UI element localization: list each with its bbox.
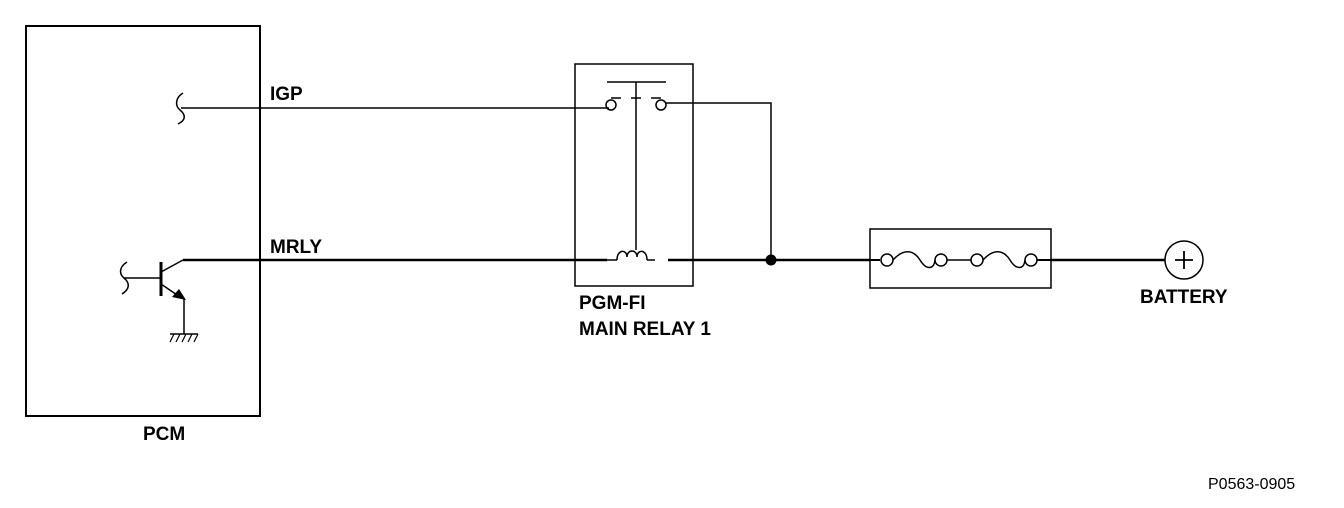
pcm-label: PCM — [143, 424, 185, 445]
transistor-symbol — [119, 259, 186, 334]
relay-switch-symbol — [605, 81, 667, 250]
fuse-icon — [870, 251, 1051, 269]
fuse-box — [869, 228, 1052, 289]
ground-icon — [169, 333, 199, 343]
junction-dot — [765, 254, 777, 266]
reference-code: P0563-0905 — [1208, 476, 1295, 493]
relay-coil-symbol — [607, 250, 655, 261]
relay-label-line2: MAIN RELAY 1 — [579, 319, 711, 340]
battery-icon — [1164, 240, 1204, 280]
battery-label: BATTERY — [1140, 287, 1228, 308]
igp-connector-symbol — [175, 92, 185, 125]
switch-output-wire — [666, 102, 772, 260]
igp-label: IGP — [270, 84, 303, 105]
relay-box — [574, 63, 694, 287]
pcm-box — [25, 25, 261, 417]
mrly-label: MRLY — [270, 237, 322, 258]
relay-label-line1: PGM-FI — [579, 293, 646, 314]
